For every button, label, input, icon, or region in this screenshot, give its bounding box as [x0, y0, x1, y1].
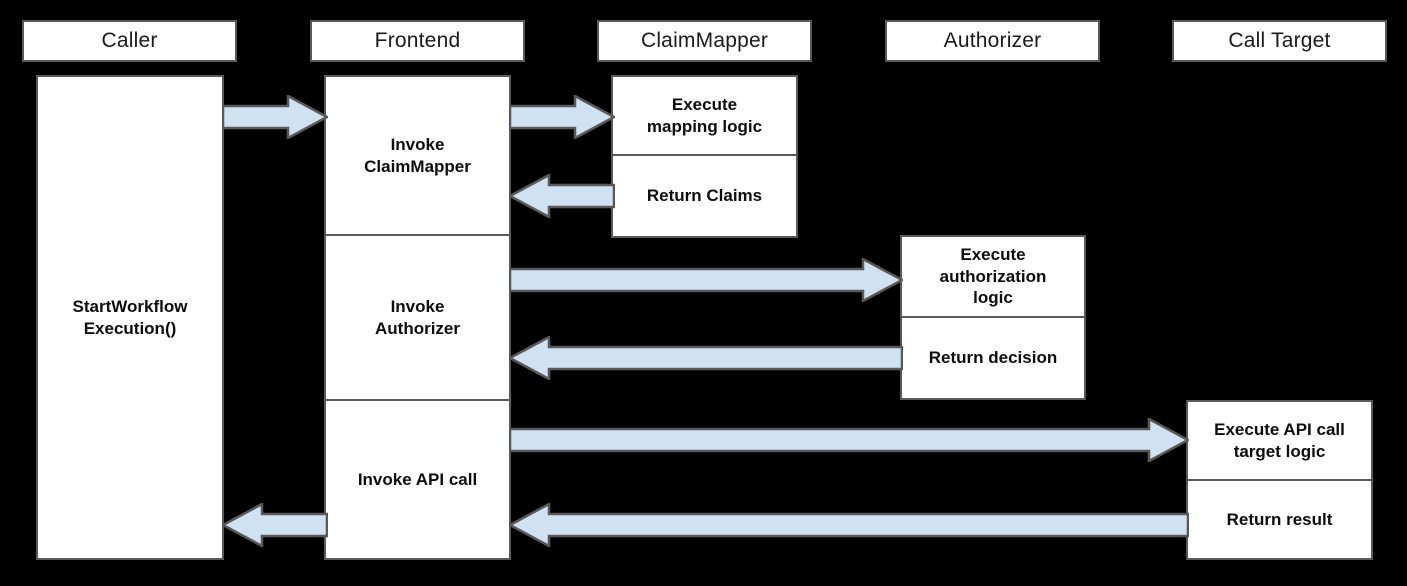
lifeline-header-claimmapper[interactable]: ClaimMapper [597, 20, 812, 62]
msg-frontend-to-claimmapper [509, 95, 615, 139]
activation-frontend-invoke-api-call[interactable]: Invoke API call [324, 400, 511, 560]
lifeline-header-claimmapper-label: ClaimMapper [640, 29, 769, 52]
lifeline-header-calltarget[interactable]: Call Target [1172, 20, 1387, 62]
activation-claimmapper-return-claims[interactable]: Return Claims [611, 155, 798, 238]
msg-frontend-to-calltarget [509, 418, 1189, 462]
lifeline-header-caller-label: Caller [101, 29, 158, 52]
lifeline-header-frontend[interactable]: Frontend [310, 20, 525, 62]
msg-caller-to-frontend [222, 95, 328, 139]
lifeline-header-authorizer[interactable]: Authorizer [885, 20, 1100, 62]
lifeline-header-frontend-label: Frontend [374, 29, 461, 52]
activation-authorizer-return-decision[interactable]: Return decision [900, 317, 1086, 400]
msg-calltarget-to-frontend [509, 503, 1189, 547]
activation-calltarget-return-result[interactable]: Return result [1186, 480, 1373, 560]
activation-calltarget-return-result-label: Return result [1226, 509, 1333, 529]
msg-frontend-to-caller [222, 503, 328, 547]
lifeline-header-caller[interactable]: Caller [22, 20, 237, 62]
activation-authorizer-return-decision-label: Return decision [928, 348, 1058, 368]
msg-authorizer-to-frontend [509, 336, 903, 380]
lifeline-header-calltarget-label: Call Target [1228, 29, 1331, 52]
msg-claimmapper-to-frontend [509, 174, 615, 218]
msg-frontend-to-authorizer [509, 258, 903, 302]
activation-claimmapper-return-claims-label: Return Claims [646, 186, 763, 206]
lifeline-header-authorizer-label: Authorizer [943, 29, 1042, 52]
activation-frontend-invoke-api-call-label: Invoke API call [357, 469, 478, 489]
